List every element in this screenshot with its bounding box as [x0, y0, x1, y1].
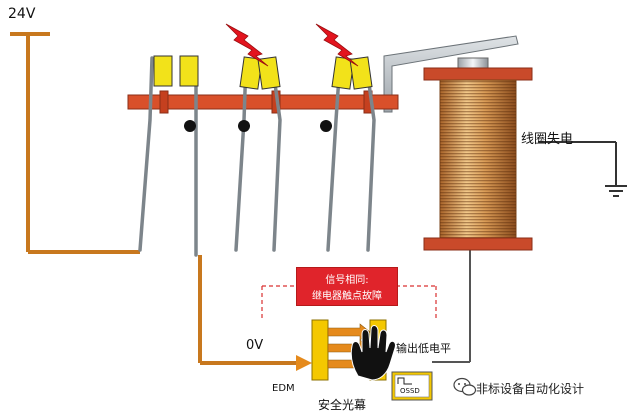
- label-ossd: OSSD: [400, 387, 420, 395]
- ossd-box: [391, 371, 433, 401]
- fault-line-1: 信号相同:: [325, 275, 369, 286]
- fault-line-2: 继电器触点故障: [312, 291, 382, 302]
- wechat-icon: [453, 377, 477, 396]
- lightning-icon: [315, 23, 359, 67]
- pivot-dots: [184, 120, 332, 132]
- coil-return-wire: [432, 248, 471, 363]
- edm-arrowhead: [296, 355, 312, 371]
- relay-coil: [423, 57, 533, 251]
- label-output-low: 输出低电平: [396, 342, 451, 355]
- lightning-icon: [225, 23, 269, 67]
- label-light-curtain: 安全光幕: [318, 398, 367, 412]
- fault-connector: [261, 285, 437, 318]
- ground-icon: [538, 141, 627, 197]
- label-0v: 0V: [246, 338, 264, 353]
- fault-callout: 信号相同: 继电器触点故障: [296, 267, 398, 306]
- label-coil-deenergized: 线圈失电: [521, 132, 574, 147]
- watermark: 非标设备自动化设计: [452, 378, 632, 398]
- hand-icon: [350, 325, 396, 381]
- supply-wire: [10, 32, 140, 254]
- contact-tips: [153, 55, 373, 90]
- watermark-text: 非标设备自动化设计: [476, 382, 585, 396]
- label-edm: EDM: [272, 383, 295, 394]
- armature: [383, 35, 519, 113]
- edm-wire: [198, 255, 298, 365]
- label-24v: 24V: [8, 6, 36, 22]
- actuator-bar: [127, 90, 399, 114]
